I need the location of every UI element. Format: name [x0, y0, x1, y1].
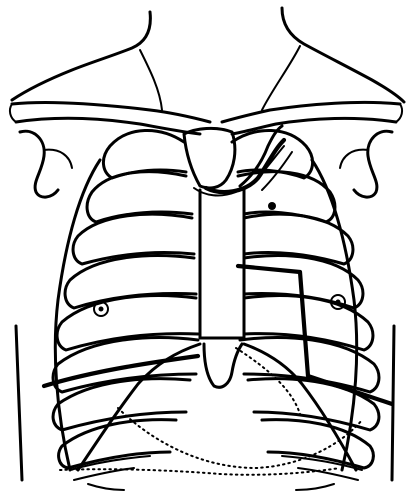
clavicle-left — [10, 102, 210, 134]
great-vessels — [206, 126, 292, 210]
sternum — [184, 128, 244, 338]
shoulder-joint-left — [20, 131, 72, 197]
xiphoid-process — [204, 344, 242, 387]
shoulder-joint-right — [340, 131, 392, 197]
neck-shoulder-outline — [12, 8, 404, 110]
nipple-left — [94, 302, 108, 316]
ribs-left — [53, 130, 200, 480]
flank-right — [392, 326, 394, 480]
clavicle-right — [222, 102, 402, 134]
vessel-dot — [268, 202, 276, 210]
lower-rib-ends — [88, 484, 334, 490]
flank-left — [16, 326, 22, 480]
